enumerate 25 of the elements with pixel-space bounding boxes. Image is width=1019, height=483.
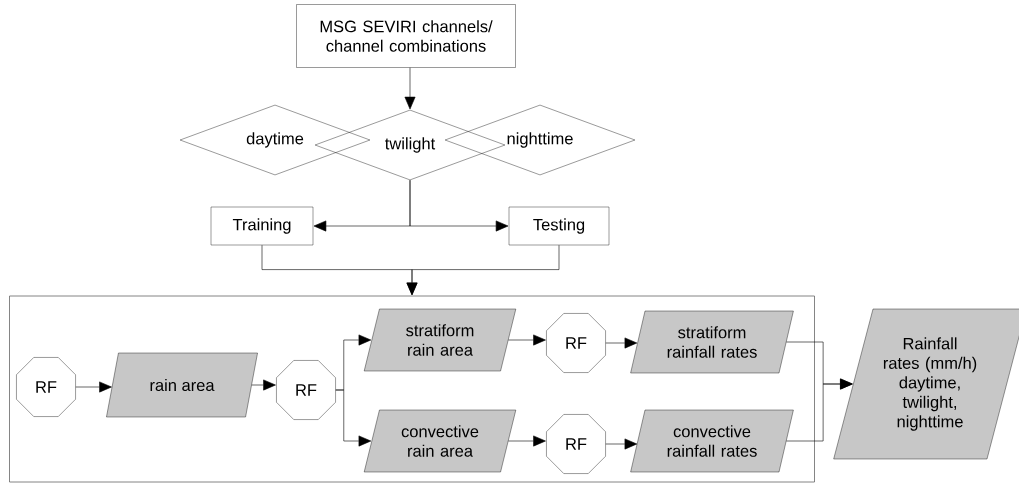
- arrow: [409, 179, 509, 232]
- data-parallelogram: stratiform rain area: [363, 308, 517, 372]
- data-parallelogram: stratiform rainfall rates: [630, 310, 794, 374]
- arrow: [404, 67, 416, 110]
- process-box: MSG SEVIRI channels/ channel combinations: [296, 4, 516, 68]
- arrow: [508, 334, 546, 346]
- arrow: [605, 337, 638, 349]
- octagon-node: RF: [16, 357, 76, 417]
- data-parallelogram: convective rain area: [363, 409, 517, 473]
- arrow: [508, 435, 546, 447]
- arrow: [605, 438, 638, 450]
- process-box: Testing: [508, 206, 610, 246]
- process-box: Training: [210, 206, 314, 246]
- octagon-node: RF: [546, 414, 606, 474]
- data-parallelogram: rain area: [106, 352, 258, 418]
- arrow: [335, 389, 372, 447]
- octagon-node: RF: [546, 313, 606, 373]
- arrow: [406, 244, 560, 296]
- arrow: [786, 378, 853, 442]
- group-frame: [9, 295, 815, 483]
- data-parallelogram: Rainfall rates (mm/h) daytime, twilight, nighttime: [833, 308, 1019, 460]
- octagon-node: RF: [276, 360, 336, 420]
- arrow: [75, 381, 112, 393]
- data-parallelogram: convective rainfall rates: [630, 409, 794, 473]
- arrow: [251, 379, 276, 391]
